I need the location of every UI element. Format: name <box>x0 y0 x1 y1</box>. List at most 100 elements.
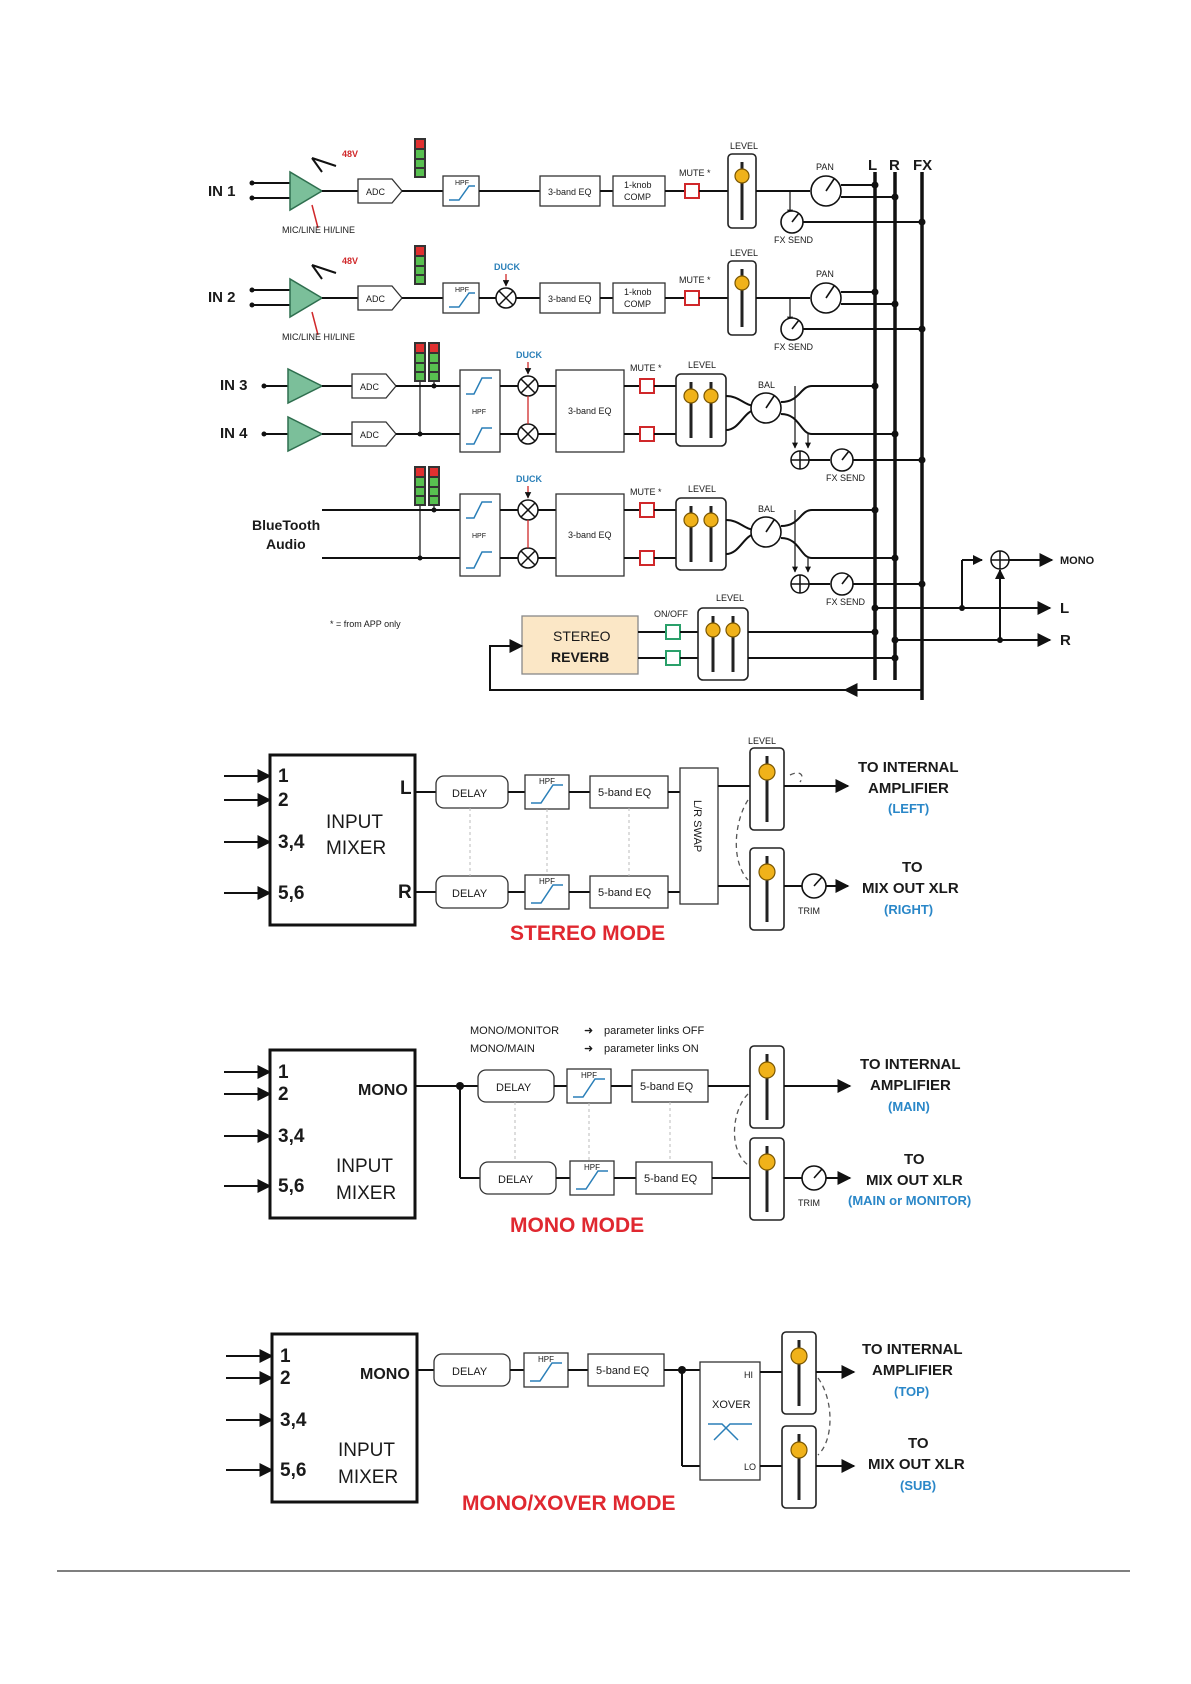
adc-block: ADC <box>357 285 403 311</box>
amp-sub-label: (TOP) <box>894 1384 929 1399</box>
preamp-icon <box>289 170 324 212</box>
level-meter-icon <box>414 466 426 506</box>
mute-button-icon <box>684 183 700 199</box>
level-meter-icon <box>414 342 426 382</box>
sum-node-icon <box>790 574 810 594</box>
stereo-reverb-block <box>521 615 639 675</box>
level-fader-icon <box>726 152 758 230</box>
on-off-button-icon <box>665 624 681 640</box>
mixer-input-label: INPUT <box>338 1440 395 1461</box>
phantom-48v-label: 48V <box>342 149 358 159</box>
fx-send-knob-icon <box>780 210 804 234</box>
balance-knob-icon <box>750 516 782 548</box>
fx-send-label: FX SEND <box>774 235 814 245</box>
stereo-mode-section: 1 2 3,4 5,6 INPUT MIXER L R DELAY DELAY … <box>224 736 959 945</box>
mic-line-label: MIC/LINE HI/LINE <box>282 332 355 342</box>
in1-label: IN 1 <box>208 183 236 200</box>
adc-block: ADC <box>351 421 397 447</box>
svg-text:HPF: HPF <box>472 409 486 416</box>
stereo-level-fader-icon <box>674 496 728 572</box>
input-mixer-block <box>268 1048 417 1220</box>
to-internal-label: TO INTERNAL <box>860 1056 961 1073</box>
reverb-return: STEREO REVERB ON/OFF LEVEL <box>489 593 922 697</box>
footnote: * = from APP only <box>330 619 401 629</box>
svg-text:ADC: ADC <box>366 294 386 304</box>
in3-label: IN 3 <box>220 377 248 394</box>
mono-out-label: MONO <box>360 1366 410 1383</box>
hpf-block: HPF <box>459 493 501 577</box>
delay-block: DELAY <box>435 875 509 909</box>
eq5-block: 5-band EQ <box>635 1161 713 1195</box>
mute-label: MUTE * <box>630 363 662 373</box>
on-off-button-icon <box>665 650 681 666</box>
hpf-block: HPF <box>524 774 570 810</box>
duck-label: DUCK <box>516 350 542 360</box>
hpf-block: HPF <box>459 369 501 453</box>
level-fader-icon <box>726 259 758 337</box>
bluetooth-label-2: Audio <box>266 536 306 552</box>
bus-fx-label: FX <box>913 157 932 174</box>
bal-label: BAL <box>758 504 775 514</box>
mute-button-icon <box>639 378 655 394</box>
trim-label: TRIM <box>798 906 820 916</box>
stereo-mode-title: STEREO MODE <box>510 922 665 945</box>
mute-button-icon <box>639 502 655 518</box>
pan-knob-icon <box>810 282 842 314</box>
hpf-block: HPF <box>442 282 480 314</box>
svg-text:DELAY: DELAY <box>452 888 488 900</box>
svg-text:HPF: HPF <box>455 287 469 294</box>
channel-bluetooth: BlueTooth Audio HPF DUCK <box>252 466 926 607</box>
input-1-label: 1 <box>280 1346 291 1367</box>
svg-text:HPF: HPF <box>538 1355 554 1364</box>
level-label: LEVEL <box>730 248 758 258</box>
svg-text:1-knob: 1-knob <box>624 180 652 190</box>
mute-button-icon <box>684 290 700 306</box>
level-meter-icon <box>428 342 440 382</box>
on-off-label: ON/OFF <box>654 609 688 619</box>
level-fader-icon <box>749 747 785 831</box>
svg-text:5-band EQ: 5-band EQ <box>598 787 652 799</box>
xlr-sub-label: (SUB) <box>900 1478 936 1493</box>
mute-button-icon <box>639 426 655 442</box>
bus-r-label: R <box>889 157 900 174</box>
to-label: TO <box>904 1151 925 1168</box>
duck-multiplier-icon <box>517 423 539 445</box>
amplifier-label: AMPLIFIER <box>868 780 949 797</box>
svg-text:DELAY: DELAY <box>498 1174 534 1186</box>
svg-text:DELAY: DELAY <box>496 1082 532 1094</box>
duck-multiplier-icon <box>517 499 539 521</box>
mono-mode-section: 1 2 3,4 5,6 MONO INPUT MIXER MONO/MONITO… <box>224 1025 971 1237</box>
mute-label: MUTE * <box>679 168 711 178</box>
xover-hi-label: HI <box>744 1370 753 1380</box>
level-label: LEVEL <box>730 141 758 151</box>
r-out-label: R <box>1060 632 1071 649</box>
input-56-label: 5,6 <box>278 1176 304 1197</box>
level-meter-icon <box>414 245 426 285</box>
to-label: TO <box>908 1435 929 1452</box>
balance-knob-icon <box>750 392 782 424</box>
svg-text:L/R SWAP: L/R SWAP <box>691 800 703 852</box>
fx-send-label: FX SEND <box>826 473 866 483</box>
level-meter-icon <box>414 138 426 178</box>
note1-arrow-icon: ➜ <box>584 1025 593 1037</box>
stereo-l-label: L <box>400 778 412 799</box>
reverb-label-2: REVERB <box>551 649 609 665</box>
fx-send-knob-icon <box>780 317 804 341</box>
reverb-label-1: STEREO <box>553 628 611 644</box>
level-label: LEVEL <box>748 736 776 746</box>
fx-send-knob-icon <box>830 448 854 472</box>
level-label: LEVEL <box>688 360 716 370</box>
input-2-label: 2 <box>278 1084 289 1105</box>
eq5-block: 5-band EQ <box>589 775 669 809</box>
note2-arrow-icon: ➜ <box>584 1043 593 1055</box>
preamp-icon <box>289 277 324 319</box>
hpf-block: HPF <box>442 175 480 207</box>
svg-text:1-knob: 1-knob <box>624 287 652 297</box>
svg-text:HPF: HPF <box>581 1071 597 1080</box>
hpf-block: HPF <box>569 1160 615 1196</box>
note1-left: MONO/MONITOR <box>470 1025 559 1037</box>
adc-block: ADC <box>357 178 403 204</box>
level-meter-icon <box>428 466 440 506</box>
amp-sub-label: (LEFT) <box>888 801 929 816</box>
